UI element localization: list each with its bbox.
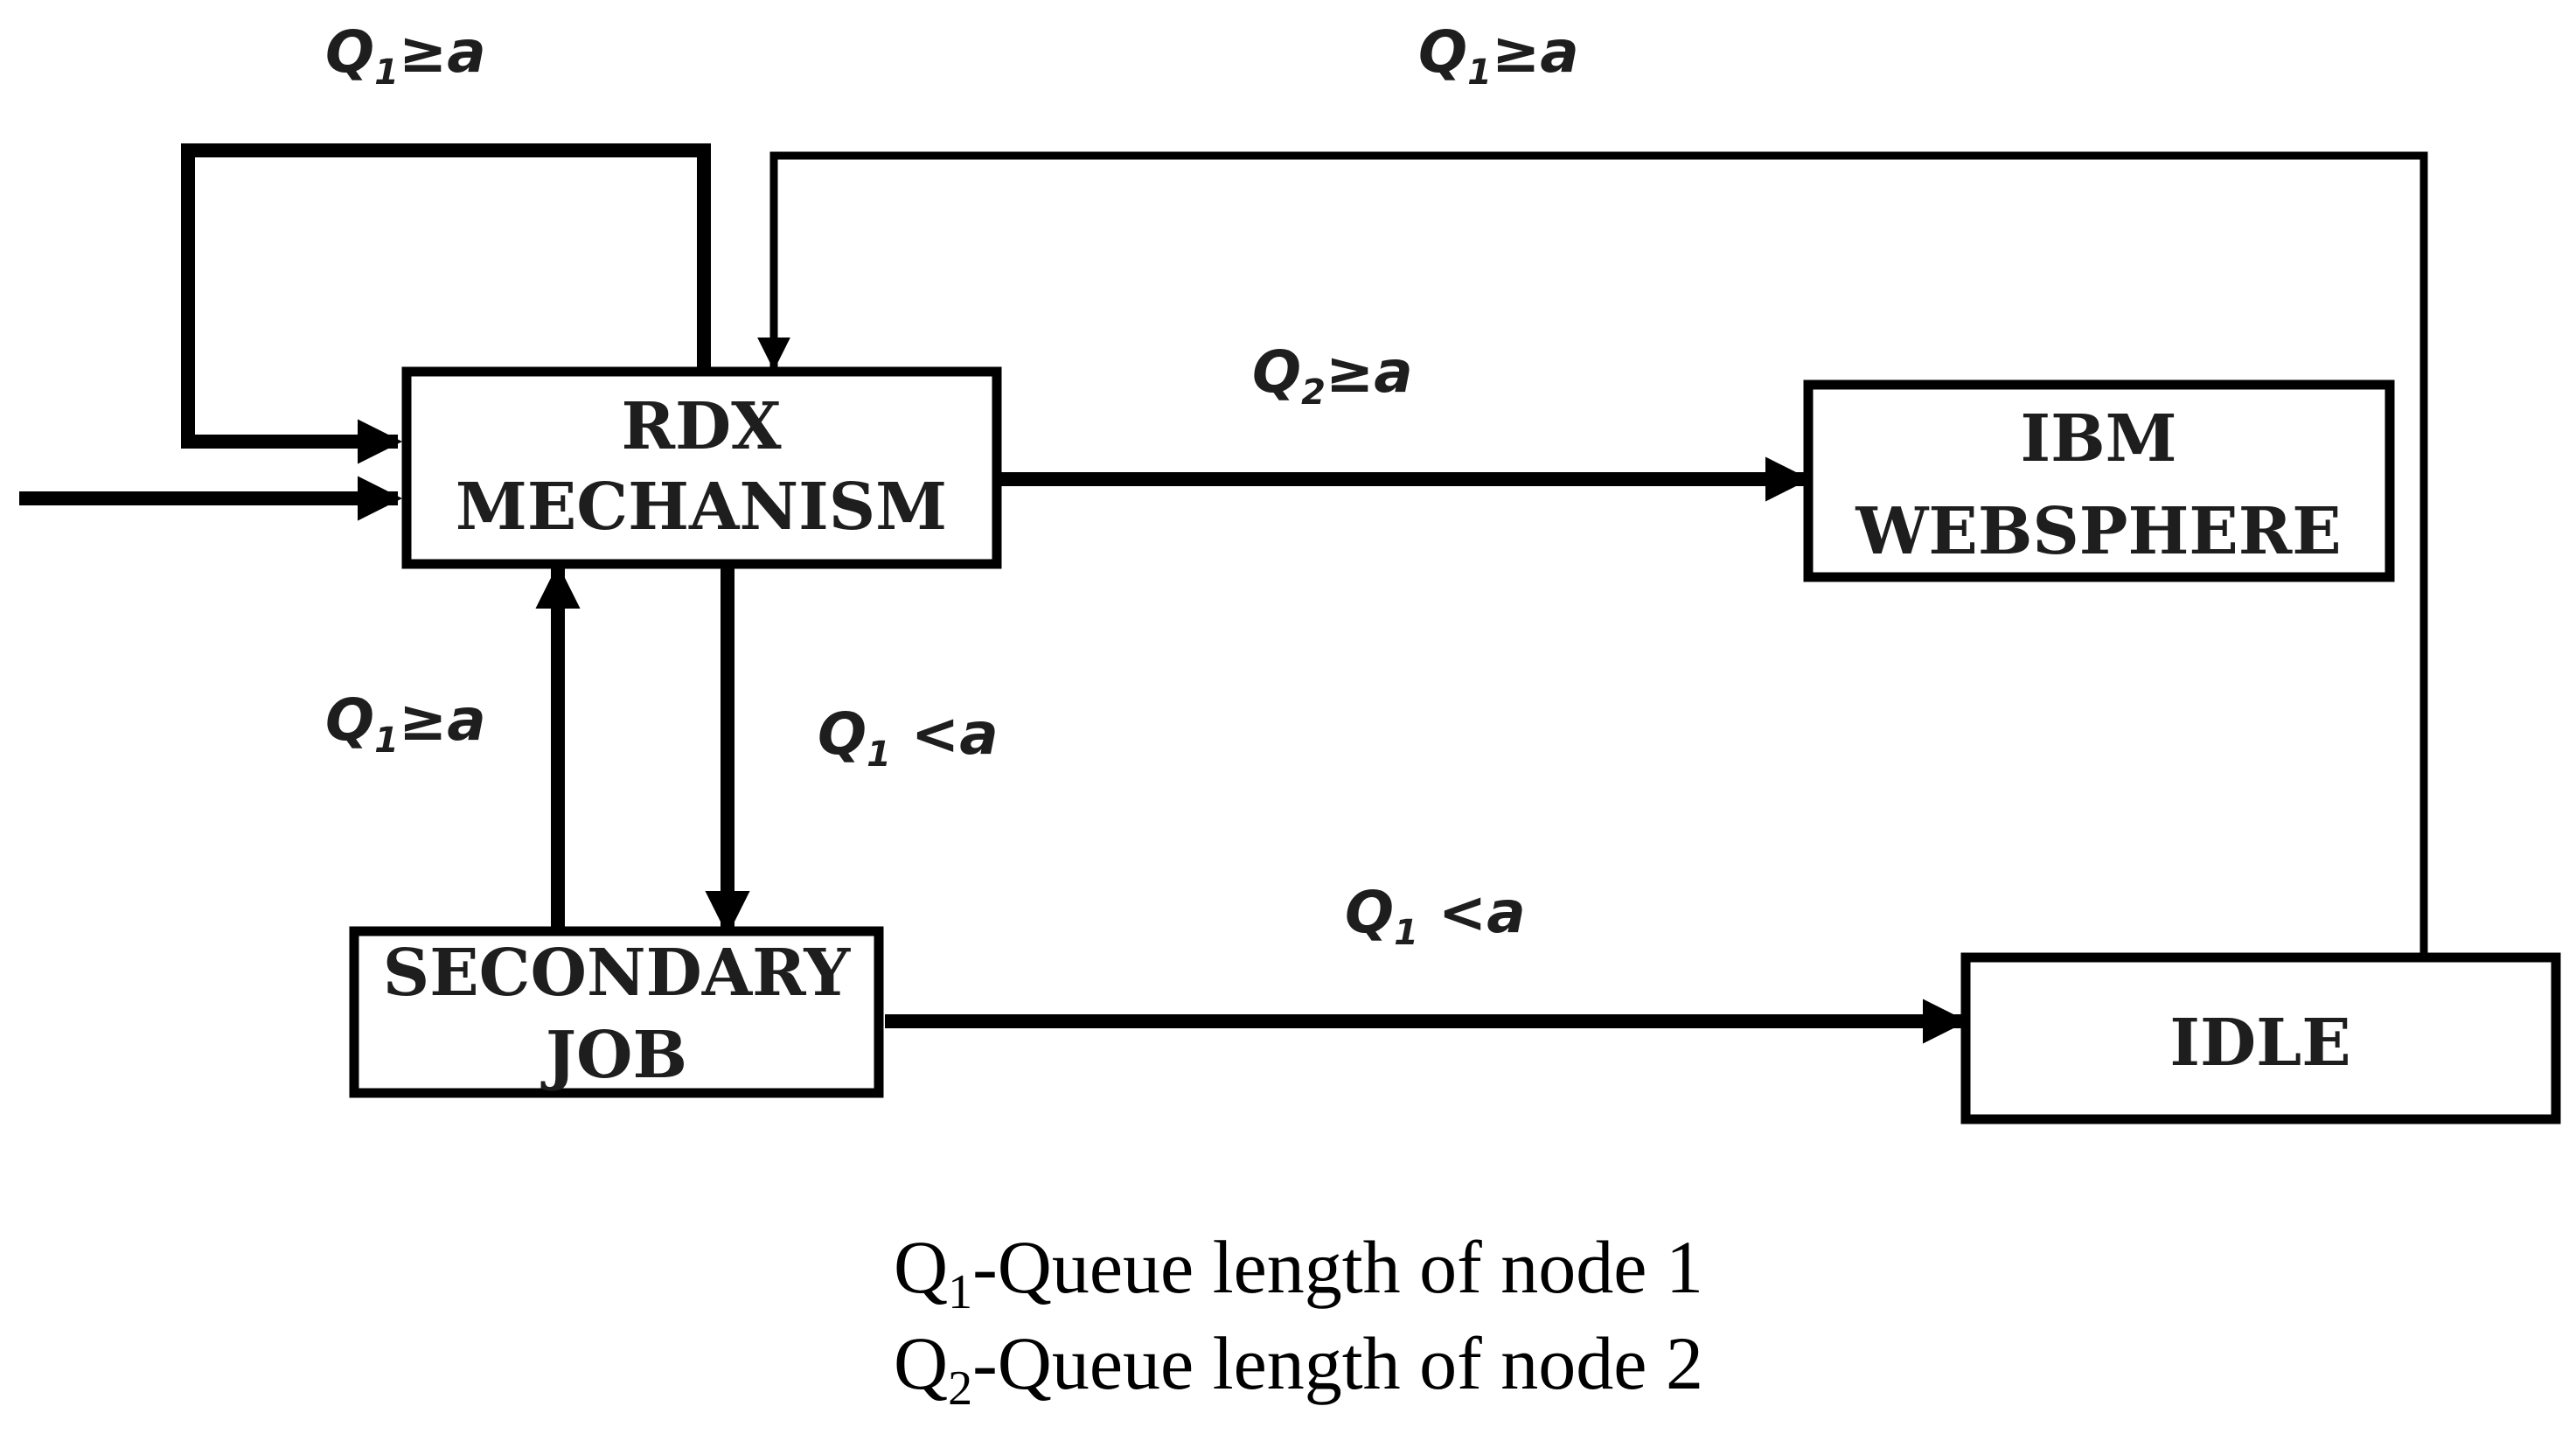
secondary-to-idle-condition: Q1 <a xyxy=(1345,879,1526,953)
rdx-mechanism-node: RDX MECHANISM xyxy=(401,366,1002,569)
idle-to-rdx-arrow xyxy=(757,151,2428,955)
rdx-to-secondary-condition: Q1 <a xyxy=(818,700,999,775)
idle-node: IDLE xyxy=(1960,952,2561,1124)
ibm-label-line1: IBM xyxy=(2020,401,2176,477)
rdx-self-loop-arrow xyxy=(181,143,711,464)
legend-line-2: Q2-Queue length of node 2 xyxy=(894,1321,1703,1416)
idle-to-rdx-condition: Q1≥a xyxy=(1418,18,1579,93)
idle-label: IDLE xyxy=(2169,1006,2350,1081)
rdx-label-line1: RDX xyxy=(621,389,782,464)
ibm-websphere-node: IBM WEBSPHERE xyxy=(1803,379,2395,582)
secondary-job-node: SECONDARY JOB xyxy=(349,926,884,1098)
secondary-to-rdx-condition: Q1≥a xyxy=(325,686,486,761)
rdx-label-line2: MECHANISM xyxy=(456,470,947,545)
rdx-self-loop-condition: Q1≥a xyxy=(325,18,486,93)
ibm-label-line2: WEBSPHERE xyxy=(1855,494,2341,569)
rdx-to-ibm-condition: Q2≥a xyxy=(1252,338,1413,413)
legend-line-1: Q1-Queue length of node 1 xyxy=(894,1225,1703,1319)
secondary-label-line1: SECONDARY xyxy=(383,936,852,1011)
secondary-label-line2: JOB xyxy=(540,1018,687,1093)
